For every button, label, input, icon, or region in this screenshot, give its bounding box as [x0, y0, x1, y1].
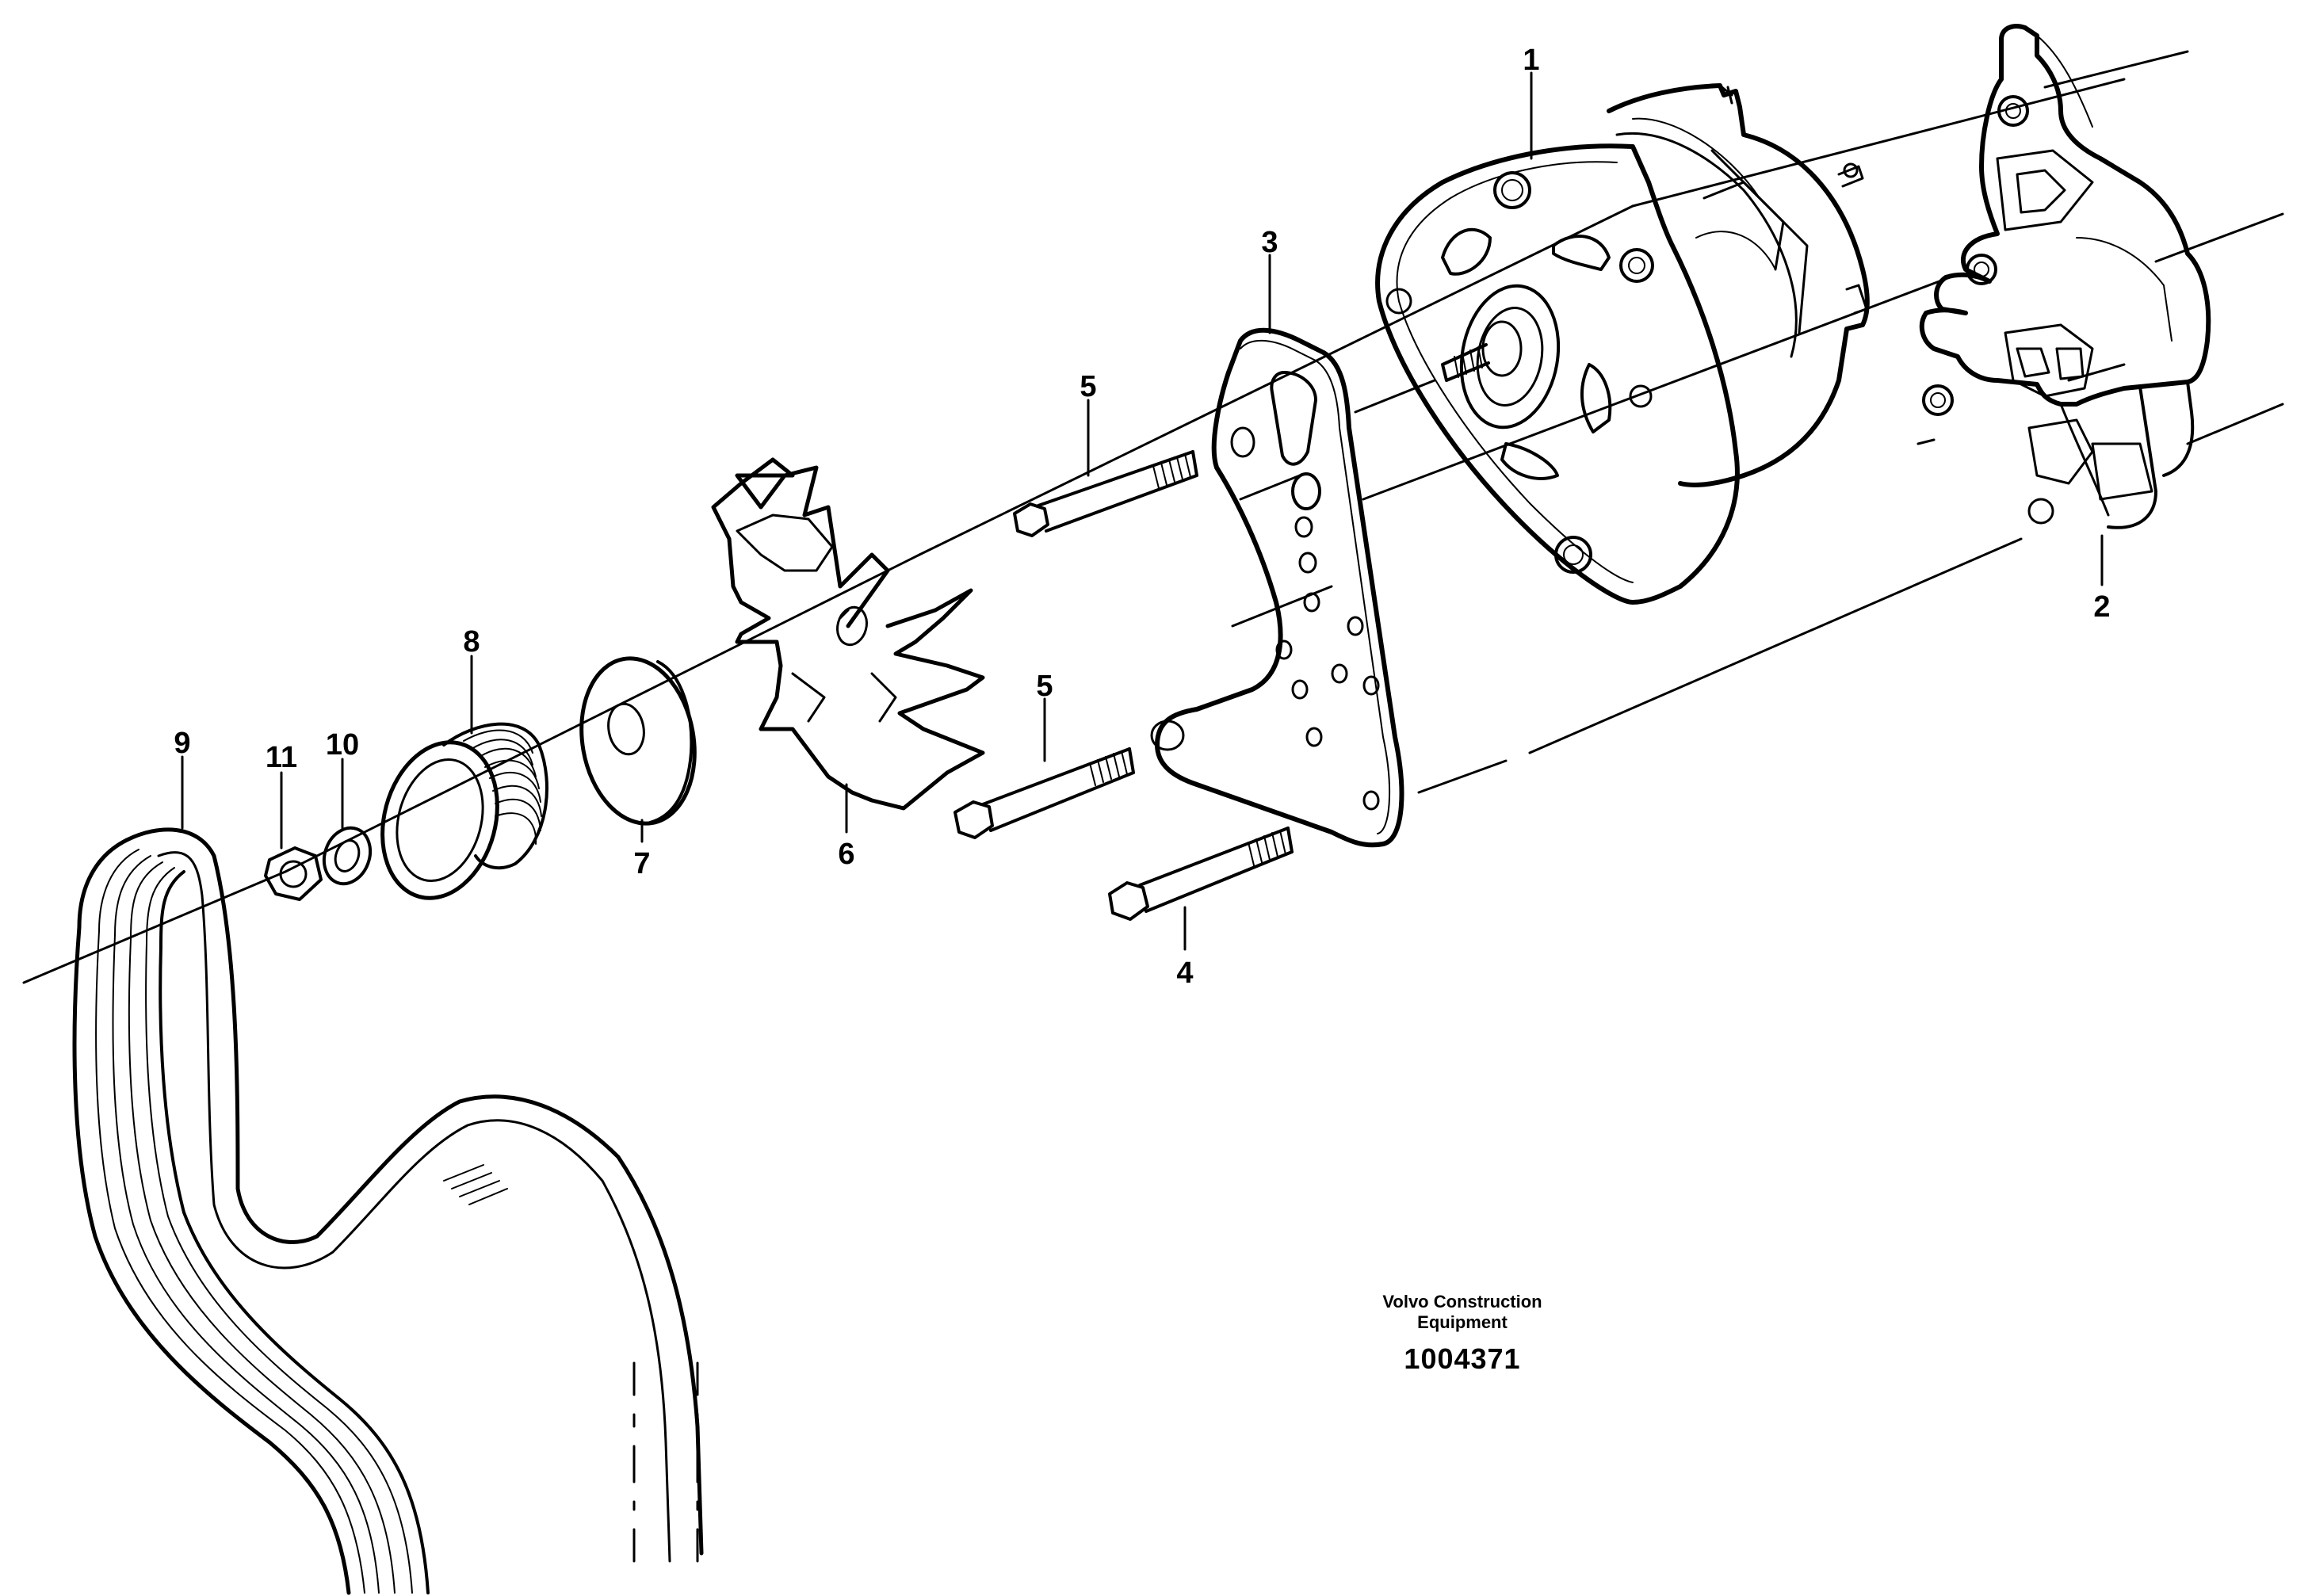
callout-3: 3	[1261, 226, 1278, 259]
bolt-lower	[1108, 827, 1294, 921]
caption-company-line2: Equipment	[1417, 1312, 1508, 1332]
caption-company-line1: Volvo Construction	[1382, 1292, 1542, 1312]
drive-belt	[72, 827, 704, 1595]
callout-labels: 1 2 3 4 5 5 6 7 8 9 10 11	[174, 44, 2110, 990]
nut	[264, 846, 323, 901]
fan	[711, 457, 985, 811]
washer	[322, 826, 373, 886]
callout-11: 11	[266, 741, 297, 774]
image-caption: Volvo Construction Equipment 1004371	[1316, 1292, 1609, 1376]
callout-5-upper: 5	[1080, 370, 1096, 403]
mounting-bracket-plate	[1150, 327, 1404, 848]
pulley	[380, 722, 548, 900]
callout-9: 9	[174, 727, 190, 760]
callout-6: 6	[838, 838, 854, 871]
callout-8: 8	[463, 625, 480, 659]
spacer	[579, 656, 697, 826]
callout-2: 2	[2093, 590, 2110, 624]
mounting-bracket-rear	[1919, 24, 2211, 529]
caption-drawing-number: 1004371	[1404, 1342, 1521, 1375]
callout-7: 7	[633, 847, 650, 880]
bolt-middle	[953, 747, 1135, 839]
callout-4: 4	[1176, 956, 1193, 990]
leader-lines	[181, 71, 2104, 951]
alternator	[1375, 83, 1870, 605]
callout-5-middle: 5	[1036, 670, 1053, 703]
bolt-upper	[1013, 450, 1198, 537]
callout-1: 1	[1523, 44, 1539, 77]
assembly-center-lines	[22, 50, 2284, 984]
callout-10: 10	[326, 728, 359, 762]
